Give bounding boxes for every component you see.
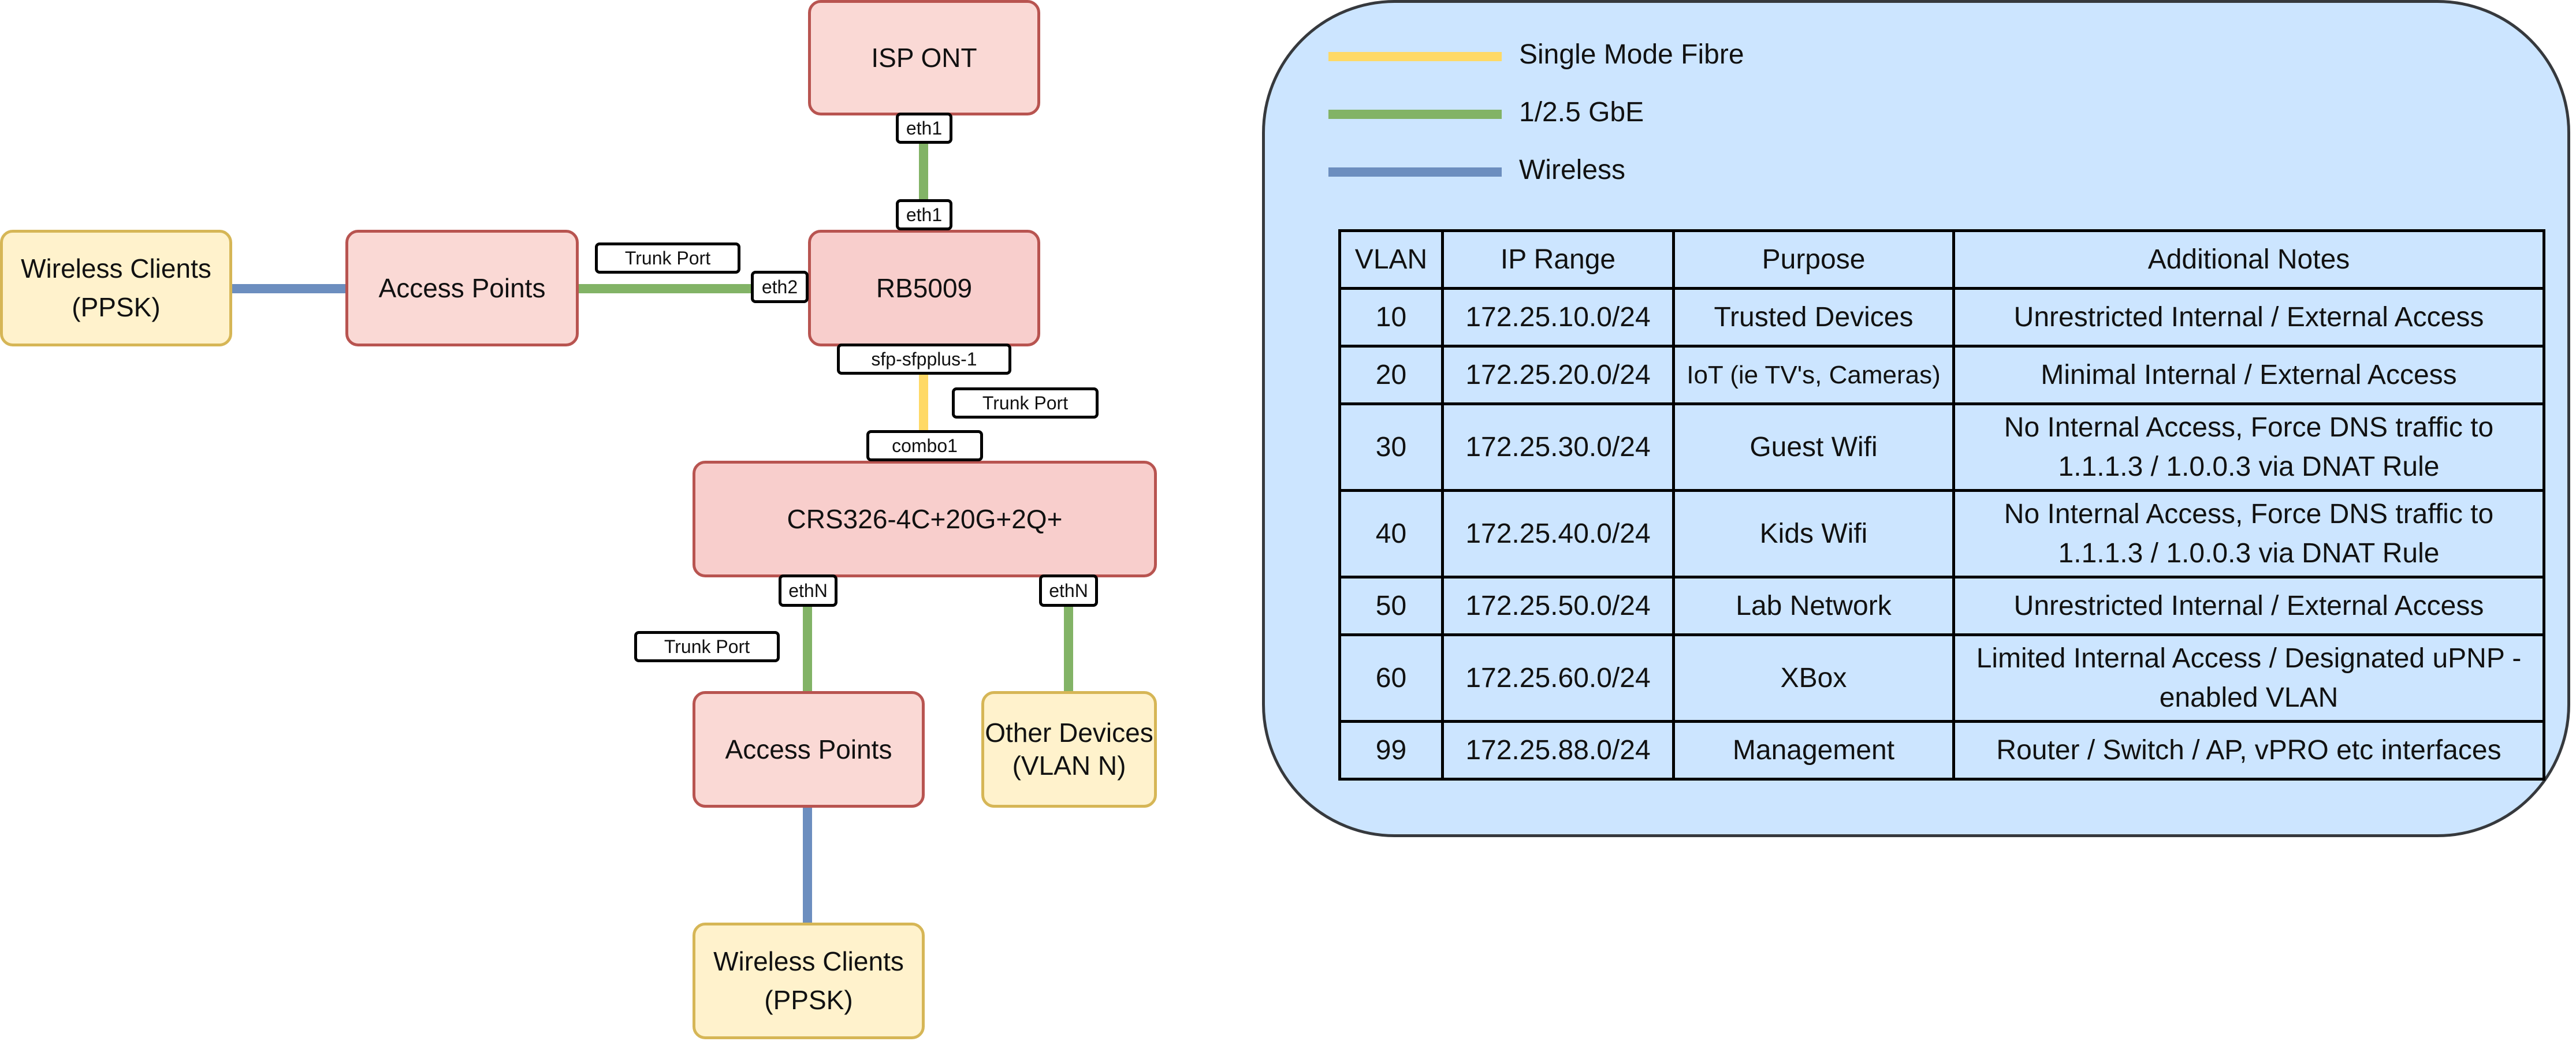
other-devices-line1: Other Devices [985, 717, 1153, 748]
port-label-rb-sfp: sfp-sfpplus-1 [837, 344, 1011, 375]
access-points-top-label: Access Points [378, 273, 546, 303]
port-label-crs-ethn-left: ethN [779, 574, 837, 607]
rb5009-label: RB5009 [876, 273, 973, 303]
wireless-clients-bottom-node[interactable]: Wireless Clients (PPSK) [693, 923, 925, 1039]
table-row: 99 172.25.88.0/24 Management Router / Sw… [1338, 720, 2545, 781]
vlan-id: 30 [1338, 402, 1444, 492]
table-row: 10 172.25.10.0/24 Trusted Devices Unrest… [1338, 287, 2545, 348]
vlan-purpose: XBox [1672, 633, 1955, 723]
legend-line-gbe [1328, 110, 1502, 119]
link-ap-rb5009 [578, 284, 753, 293]
vlan-notes: Unrestricted Internal / External Access [1952, 576, 2545, 636]
other-devices-node[interactable]: Other Devices (VLAN N) [981, 691, 1157, 808]
isp-ont-node[interactable]: ISP ONT [808, 0, 1040, 115]
legend-label-gbe: 1/2.5 GbE [1519, 97, 1644, 128]
link-ap-wireless-bottom [803, 807, 812, 924]
crs326-label: CRS326-4C+20G+2Q+ [787, 503, 1063, 534]
vlan-header-notes: Additional Notes [1952, 229, 2545, 290]
table-row: 40 172.25.40.0/24 Kids Wifi No Internal … [1338, 489, 2545, 579]
vlan-ip-range: 172.25.10.0/24 [1441, 287, 1675, 348]
isp-ont-label: ISP ONT [871, 42, 977, 73]
table-row: 20 172.25.20.0/24 IoT (ie TV's, Cameras)… [1338, 345, 2545, 405]
access-points-bottom-label: Access Points [725, 734, 892, 764]
vlan-ip-range: 172.25.50.0/24 [1441, 576, 1675, 636]
port-label-rb-eth1: eth1 [896, 199, 952, 230]
legend-line-fibre [1328, 52, 1502, 61]
link-crs326-other [1064, 603, 1073, 693]
port-label-rb-eth2: eth2 [751, 271, 809, 303]
link-rb5009-crs326 [919, 371, 928, 433]
port-label-crs-ethn-right: ethN [1039, 574, 1098, 607]
vlan-id: 99 [1338, 720, 1444, 781]
wireless-clients-top-line2: (PPSK) [72, 292, 161, 322]
vlan-table-header-row: VLAN IP Range Purpose Additional Notes [1338, 229, 2545, 290]
vlan-ip-range: 172.25.40.0/24 [1441, 489, 1675, 579]
vlan-id: 20 [1338, 345, 1444, 405]
vlan-purpose: Kids Wifi [1672, 489, 1955, 579]
vlan-ip-range: 172.25.88.0/24 [1441, 720, 1675, 781]
vlan-ip-range: 172.25.30.0/24 [1441, 402, 1675, 492]
trunk-port-label-bottom: Trunk Port [634, 631, 780, 662]
trunk-port-label-middle: Trunk Port [952, 387, 1099, 419]
port-label-crs-combo1: combo1 [866, 430, 983, 461]
wireless-clients-bottom-line2: (PPSK) [764, 985, 853, 1015]
table-row: 50 172.25.50.0/24 Lab Network Unrestrict… [1338, 576, 2545, 636]
vlan-ip-range: 172.25.60.0/24 [1441, 633, 1675, 723]
vlan-purpose: Lab Network [1672, 576, 1955, 636]
wireless-clients-bottom-line1: Wireless Clients [713, 946, 904, 977]
table-row: 30 172.25.30.0/24 Guest Wifi No Internal… [1338, 402, 2545, 492]
vlan-notes: Router / Switch / AP, vPRO etc interface… [1952, 720, 2545, 781]
vlan-purpose: Trusted Devices [1672, 287, 1955, 348]
vlan-id: 40 [1338, 489, 1444, 579]
link-ont-rb5009 [919, 140, 928, 204]
vlan-header-vlan: VLAN [1338, 229, 1444, 290]
vlan-id: 60 [1338, 633, 1444, 723]
vlan-notes: Minimal Internal / External Access [1952, 345, 2545, 405]
wireless-clients-top-node[interactable]: Wireless Clients (PPSK) [0, 230, 232, 346]
vlan-purpose: IoT (ie TV's, Cameras) [1672, 345, 1955, 405]
legend-line-wireless [1328, 167, 1502, 177]
vlan-ip-range: 172.25.20.0/24 [1441, 345, 1675, 405]
access-points-top-node[interactable]: Access Points [345, 230, 579, 346]
port-label-ont-eth1: eth1 [896, 113, 952, 144]
link-crs326-ap-bottom [803, 603, 812, 693]
vlan-purpose: Guest Wifi [1672, 402, 1955, 492]
vlan-notes: Unrestricted Internal / External Access [1952, 287, 2545, 348]
legend-label-fibre: Single Mode Fibre [1519, 39, 1744, 70]
wireless-clients-top-line1: Wireless Clients [21, 253, 211, 284]
crs326-node[interactable]: CRS326-4C+20G+2Q+ [693, 461, 1157, 577]
vlan-id: 10 [1338, 287, 1444, 348]
link-wireless-ap-top [231, 284, 347, 293]
rb5009-node[interactable]: RB5009 [808, 230, 1040, 346]
access-points-bottom-node[interactable]: Access Points [693, 691, 925, 808]
vlan-notes: Limited Internal Access / Designated uPN… [1952, 633, 2545, 723]
vlan-header-ip-range: IP Range [1441, 229, 1675, 290]
vlan-notes: No Internal Access, Force DNS traffic to… [1952, 489, 2545, 579]
vlan-id: 50 [1338, 576, 1444, 636]
legend-label-wireless: Wireless [1519, 155, 1626, 185]
table-row: 60 172.25.60.0/24 XBox Limited Internal … [1338, 633, 2545, 723]
vlan-notes: No Internal Access, Force DNS traffic to… [1952, 402, 2545, 492]
other-devices-line2: (VLAN N) [1012, 751, 1126, 781]
vlan-header-purpose: Purpose [1672, 229, 1955, 290]
vlan-table: VLAN IP Range Purpose Additional Notes 1… [1338, 229, 2545, 781]
vlan-purpose: Management [1672, 720, 1955, 781]
trunk-port-label-top: Trunk Port [595, 242, 740, 274]
